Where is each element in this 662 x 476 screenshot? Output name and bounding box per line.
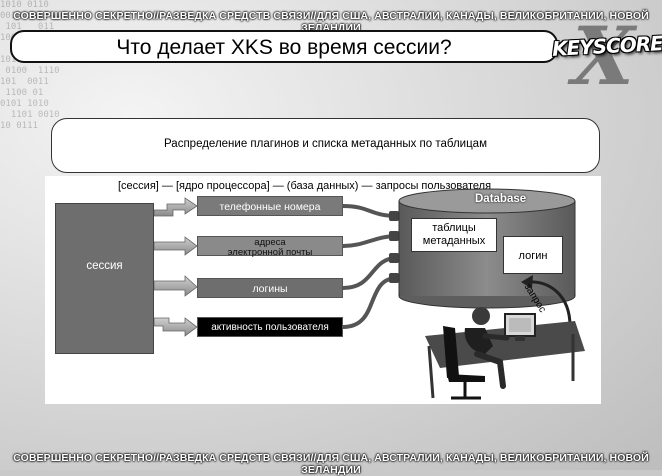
login-table: логин xyxy=(503,236,563,274)
metadata-tables: таблицы метаданных xyxy=(411,218,497,252)
session-diagram: [сессия] — [ядро процессора] — (база дан… xyxy=(45,176,601,404)
plugin-phone-numbers: телефонные номера xyxy=(197,196,343,216)
subtitle-box: Распределение плагинов и списка метаданн… xyxy=(51,118,600,173)
arrow-to-email xyxy=(153,236,198,256)
classification-banner-bottom: СОВЕРШЕННО СЕКРЕТНО//РАЗВЕДКА СРЕДСТВ СВ… xyxy=(13,452,649,476)
plugin-user-activity: активность пользователя xyxy=(197,317,343,337)
cables xyxy=(341,204,399,329)
user-at-computer-illustration xyxy=(425,307,585,400)
keyscore-logo: X KEYSCORE xyxy=(550,9,662,103)
arrow-to-logins xyxy=(153,275,198,297)
flow-label: [сессия] — [ядро процессора] — (база дан… xyxy=(118,180,492,192)
request-arrow xyxy=(521,275,572,327)
metadata-line1: таблицы xyxy=(432,222,476,234)
logo-wordmark: KEYSCORE xyxy=(551,31,662,61)
session-label: сессия xyxy=(86,260,123,272)
page-title: Что делает XKS во время сессии? xyxy=(116,36,452,59)
plugin-email-addresses: адреса электронной почты xyxy=(197,236,343,258)
arrow-to-phone xyxy=(153,197,198,217)
metadata-line2: метаданных xyxy=(422,235,486,247)
email-label-line2: электронной почты xyxy=(227,247,313,258)
cable-connectors xyxy=(389,211,399,283)
session-box: сессия xyxy=(55,203,154,354)
email-label-line1: адреса xyxy=(254,237,286,248)
database-title: Database xyxy=(475,193,527,205)
title-bar: Что делает XKS во время сессии? xyxy=(10,30,558,63)
plugin-logins: логины xyxy=(197,278,343,298)
arrow-to-activity xyxy=(153,317,198,337)
subtitle-text: Распределение плагинов и списка метаданн… xyxy=(164,138,487,150)
